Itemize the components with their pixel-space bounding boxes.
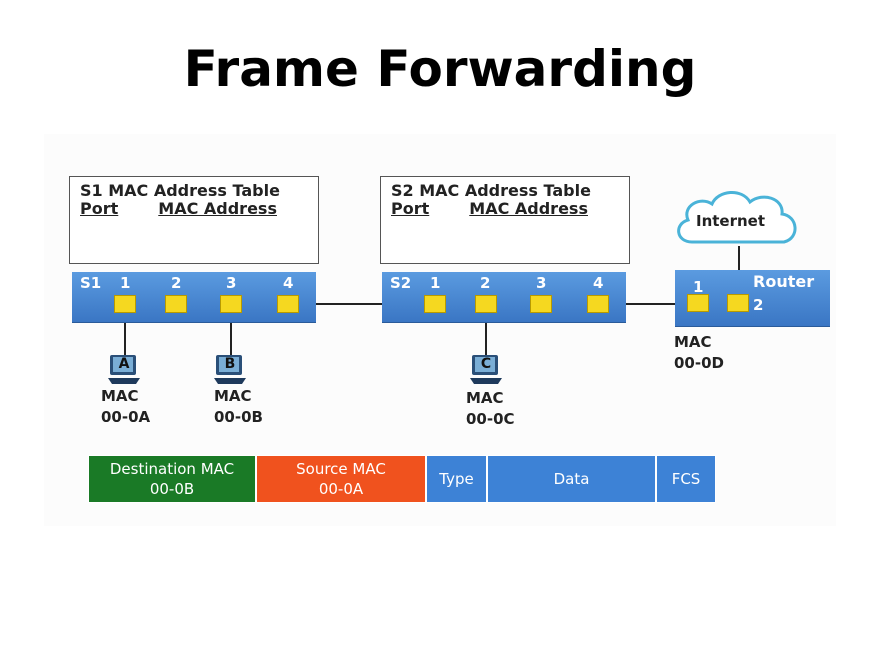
s1-table-columns: Port MAC Address: [80, 200, 308, 218]
link-s1-s2: [310, 303, 430, 305]
s2-port-2: [475, 295, 497, 313]
router-port-num-1: 1: [693, 278, 704, 296]
switch-s1: S1 1 2 3 4: [72, 272, 316, 322]
ethernet-frame: Destination MAC 00-0B Source MAC 00-0A T…: [88, 455, 716, 503]
router-port-1: [687, 294, 709, 312]
s1-port-num-2: 2: [171, 274, 182, 292]
s2-port-1: [424, 295, 446, 313]
link-host-c: [485, 312, 487, 358]
s2-port-num-1: 1: [430, 274, 441, 292]
host-a-computer-icon: [108, 355, 140, 384]
frame-dest-value: 00-0B: [149, 480, 195, 498]
host-c-mac-value: 00-0C: [466, 410, 515, 428]
switch-s1-label: S1: [80, 274, 102, 292]
frame-fcs-label: FCS: [671, 470, 701, 488]
s2-col-port: Port: [391, 199, 430, 218]
s1-port-3: [220, 295, 242, 313]
host-b-computer-icon: [214, 355, 246, 384]
s2-mac-table: S2 MAC Address Table Port MAC Address: [380, 176, 630, 264]
router-mac-label: MAC: [674, 333, 712, 351]
host-a-mac-label: MAC: [101, 387, 139, 405]
internet-label: Internet: [696, 212, 766, 230]
router-port-2: [727, 294, 749, 312]
internet-cloud-icon: [677, 191, 797, 244]
link-s2-router: [610, 303, 680, 305]
s1-port-num-4: 4: [283, 274, 294, 292]
router-mac-info: MAC 00-0D: [674, 332, 724, 374]
network-diagram: S1 MAC Address Table Port MAC Address S2 …: [44, 134, 836, 526]
s1-port-2: [165, 295, 187, 313]
host-c-mac-info: MAC 00-0C: [466, 388, 515, 430]
frame-type-label: Type: [439, 470, 474, 488]
router-label: Router: [753, 272, 815, 291]
link-host-b: [230, 312, 232, 358]
s2-port-num-4: 4: [593, 274, 604, 292]
frame-field-src: Source MAC 00-0A: [256, 455, 426, 503]
frame-field-type: Type: [426, 455, 487, 503]
host-c-id: C: [480, 356, 492, 372]
host-b-mac-label: MAC: [214, 387, 252, 405]
s1-port-4: [277, 295, 299, 313]
switch-s2: S2 1 2 3 4: [382, 272, 626, 322]
router: Router 1 2: [675, 270, 830, 326]
frame-src-label: Source MAC: [296, 460, 386, 478]
s1-port-1: [114, 295, 136, 313]
host-c-computer-icon: [470, 355, 502, 384]
s2-table-title: S2 MAC Address Table: [391, 181, 591, 200]
s1-port-num-3: 3: [226, 274, 237, 292]
s1-col-mac: MAC Address: [158, 199, 277, 218]
host-a-mac-value: 00-0A: [101, 408, 151, 426]
host-b-mac-info: MAC 00-0B: [214, 386, 263, 428]
host-a-id: A: [118, 356, 130, 372]
s2-table-columns: Port MAC Address: [391, 200, 619, 218]
s2-port-4: [587, 295, 609, 313]
s1-mac-table: S1 MAC Address Table Port MAC Address: [69, 176, 319, 264]
s1-table-title: S1 MAC Address Table: [80, 181, 280, 200]
host-b-mac-value: 00-0B: [214, 408, 263, 426]
s1-port-num-1: 1: [120, 274, 131, 292]
frame-dest-label: Destination MAC: [109, 460, 235, 478]
router-port-num-2: 2: [753, 296, 764, 314]
frame-field-dest: Destination MAC 00-0B: [88, 455, 256, 503]
frame-field-data: Data: [487, 455, 656, 503]
link-host-a: [124, 312, 126, 358]
s2-col-mac: MAC Address: [469, 199, 588, 218]
s1-col-port: Port: [80, 199, 119, 218]
switch-s2-label: S2: [390, 274, 412, 292]
host-b-id: B: [224, 356, 236, 372]
host-c-mac-label: MAC: [466, 389, 504, 407]
host-a-mac-info: MAC 00-0A: [101, 386, 150, 428]
page-title: Frame Forwarding: [183, 40, 697, 98]
s2-port-3: [530, 295, 552, 313]
router-mac-value: 00-0D: [674, 354, 724, 372]
frame-src-value: 00-0A: [318, 480, 364, 498]
s2-port-num-2: 2: [480, 274, 491, 292]
frame-data-label: Data: [553, 470, 590, 488]
s2-port-num-3: 3: [536, 274, 547, 292]
frame-field-fcs: FCS: [656, 455, 716, 503]
